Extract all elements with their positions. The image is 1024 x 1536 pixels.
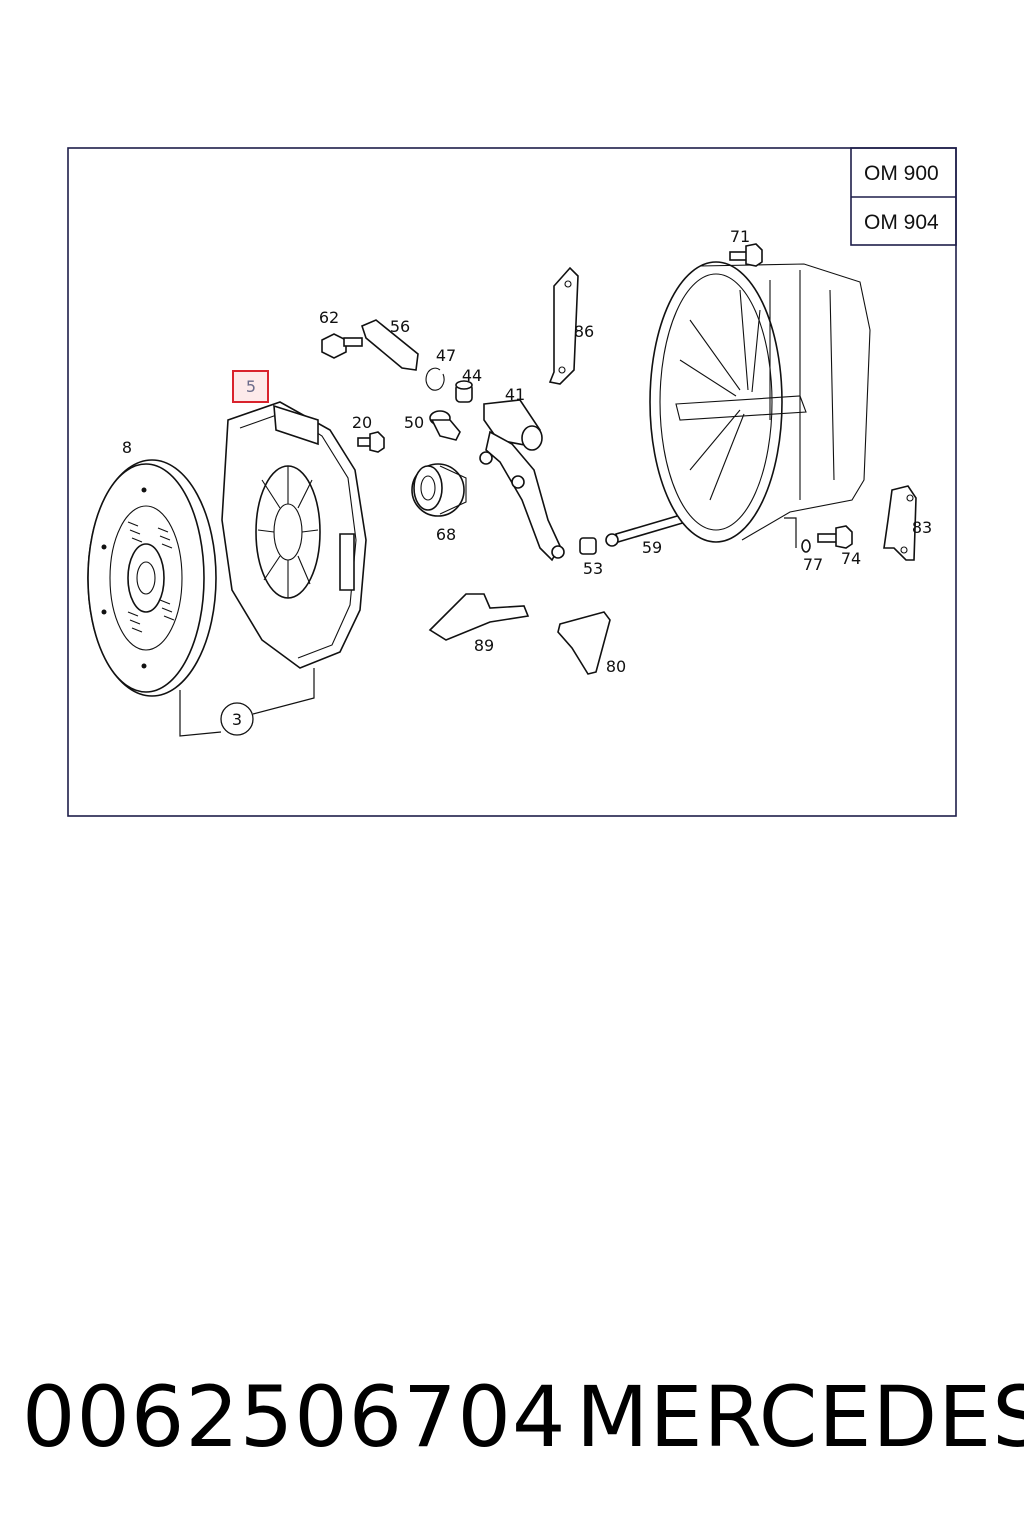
washer-77-part — [801, 539, 811, 553]
callout-77: 77 — [803, 555, 823, 574]
bolt-62-part — [321, 333, 363, 359]
pressure-plate-part — [221, 401, 367, 669]
highlight-box — [232, 370, 269, 403]
diagram-frame — [67, 147, 957, 817]
callout-86: 86 — [574, 322, 594, 341]
callout-74: 74 — [841, 549, 861, 568]
callout-3: 3 — [232, 710, 242, 729]
callout-47: 47 — [436, 346, 456, 365]
callout-89: 89 — [474, 636, 494, 655]
callout-3-circle — [220, 702, 254, 736]
bolt-20-part — [357, 431, 385, 453]
callout-44: 44 — [462, 366, 482, 385]
clutch-disc-part — [87, 459, 217, 697]
circlip-47-part — [425, 367, 445, 391]
callout-80: 80 — [606, 657, 626, 676]
callout-68: 68 — [436, 525, 456, 544]
callout-41: 41 — [505, 385, 525, 404]
variant-om904: OM 904 — [864, 211, 939, 234]
bracket-80-part — [557, 611, 611, 675]
bracket-89-part — [428, 593, 530, 641]
pushrod-56-part — [361, 319, 419, 371]
callout-50: 50 — [404, 413, 424, 432]
release-fork-41-part — [479, 399, 565, 562]
bracket-83-part — [883, 485, 917, 561]
part-number: 0062506704 — [22, 1368, 567, 1466]
callout-62: 62 — [319, 308, 339, 327]
leader-77-74 — [784, 517, 797, 548]
variant-om900: OM 900 — [864, 162, 939, 185]
brand-name: MERCEDES — [576, 1368, 1024, 1466]
callout-labels: 3 5 8 20 41 44 47 50 53 56 59 62 68 71 7… — [122, 227, 932, 729]
cap-53-part — [579, 537, 597, 555]
callout-5: 5 — [246, 377, 256, 396]
callout-56: 56 — [390, 317, 410, 336]
callout-71: 71 — [730, 227, 750, 246]
leader-3 — [179, 668, 315, 737]
variant-table: OM 900 OM 904 — [850, 147, 957, 246]
callout-83: 83 — [912, 518, 932, 537]
callout-59: 59 — [642, 538, 662, 557]
bolt-74-part — [817, 525, 853, 549]
transmission-housing-part — [649, 261, 871, 543]
callout-20: 20 — [352, 413, 372, 432]
footer-caption: 0062506704 MERCEDES — [22, 1368, 1024, 1468]
release-bearing-68-part — [411, 463, 467, 517]
bolt-71-part — [729, 243, 763, 267]
bracket-86-part — [548, 266, 579, 385]
callout-53: 53 — [583, 559, 603, 578]
bushing-44-part — [455, 380, 473, 403]
pivot-50-part — [429, 410, 461, 441]
callout-8: 8 — [122, 438, 132, 457]
